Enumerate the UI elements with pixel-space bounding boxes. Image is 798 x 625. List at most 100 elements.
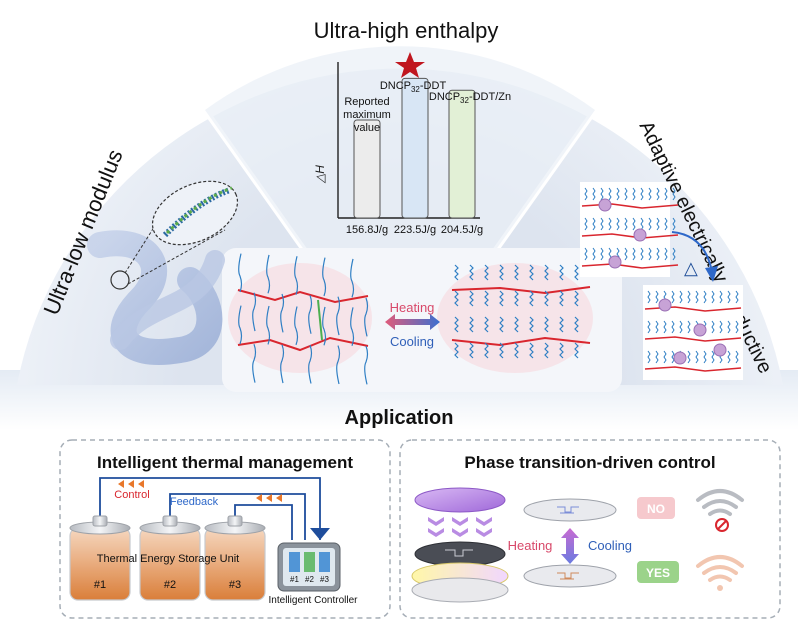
side-chain bbox=[671, 320, 675, 334]
conductive-top-state bbox=[580, 182, 679, 277]
orange-chevrons-bottom bbox=[256, 494, 282, 502]
bar-value-1: 156.8J/g bbox=[346, 224, 388, 236]
side-chain bbox=[632, 187, 636, 201]
purple-chevrons bbox=[428, 517, 492, 537]
curved-arrow-head bbox=[705, 266, 718, 282]
crystalline-side-chain bbox=[484, 290, 489, 307]
enthalpy-bar-3 bbox=[448, 89, 476, 219]
bar-label-dncp-ddt-sub: 32 bbox=[411, 85, 420, 94]
polymer-backbone bbox=[451, 286, 591, 295]
zinc-ion bbox=[713, 343, 727, 357]
no-badge bbox=[637, 497, 675, 519]
crystalline-side-chain bbox=[454, 342, 459, 359]
side-chain bbox=[719, 320, 723, 334]
enthalpy-chart: △H Reported maximum value DNCP32-DDT DNC… bbox=[313, 52, 511, 236]
side-chain bbox=[711, 320, 715, 334]
label-heating: Heating bbox=[390, 300, 435, 315]
cell-label: #3 bbox=[229, 579, 241, 591]
side-chain bbox=[655, 290, 659, 304]
bar-value-3: 204.5J/g bbox=[441, 224, 483, 236]
crystalline-side-chain bbox=[484, 316, 489, 333]
crystalline-side-chain bbox=[469, 290, 474, 307]
polymer-backbone bbox=[581, 233, 679, 239]
side-chain bbox=[608, 217, 612, 231]
conductive-bottom-state bbox=[643, 285, 743, 380]
side-chain bbox=[695, 350, 699, 364]
bar-label-dncp-ddt-main: DNCP bbox=[380, 80, 411, 92]
no-badge-text: NO bbox=[647, 502, 665, 516]
alkyl-side-chain bbox=[350, 258, 355, 298]
side-chain bbox=[624, 247, 628, 261]
alkyl-side-chain bbox=[280, 344, 285, 384]
circuit-pattern-bottom bbox=[557, 572, 579, 580]
network-heating-state bbox=[228, 253, 372, 385]
crystalline-side-chain bbox=[574, 264, 579, 281]
side-chain bbox=[600, 217, 604, 231]
side-chain bbox=[727, 350, 731, 364]
crystalline-side-chain bbox=[514, 290, 519, 307]
label-cooling: Cooling bbox=[390, 334, 434, 349]
controller-label: Intelligent Controller bbox=[269, 595, 359, 606]
side-chain bbox=[600, 187, 604, 201]
orange-chevrons-top bbox=[118, 480, 144, 488]
side-chain bbox=[616, 187, 620, 201]
alkyl-side-chain bbox=[238, 253, 243, 293]
side-chain bbox=[672, 187, 676, 201]
alkyl-side-chain bbox=[266, 305, 271, 345]
side-chain bbox=[711, 290, 715, 304]
pink-halo bbox=[437, 263, 593, 373]
crystalline-side-chain bbox=[499, 342, 504, 359]
zinc-ion bbox=[608, 255, 622, 269]
alkyl-side-chain bbox=[238, 305, 243, 345]
side-chain bbox=[655, 350, 659, 364]
storage-unit-label: Thermal Energy Storage Unit bbox=[97, 553, 239, 565]
crystalline-side-chain bbox=[514, 264, 519, 281]
side-chain bbox=[671, 290, 675, 304]
bar-label-reported-2: maximum bbox=[343, 109, 391, 121]
y-axis-label: △H bbox=[313, 165, 327, 184]
no-signal-icon bbox=[715, 518, 729, 532]
cell-label: #1 bbox=[94, 579, 106, 591]
label-feedback: Feedback bbox=[170, 496, 219, 508]
crystalline-side-chain bbox=[574, 342, 579, 359]
alkyl-side-chain bbox=[280, 293, 285, 333]
delta-label: △ bbox=[684, 258, 698, 278]
side-chain bbox=[647, 290, 651, 304]
bar-label-dncp-ddt-zn: DNCP32-DDT/Zn bbox=[429, 91, 511, 105]
crystalline-side-chain bbox=[544, 316, 549, 333]
crystalline-side-chain bbox=[574, 316, 579, 333]
yes-badge-text: YES bbox=[646, 566, 670, 580]
zinc-ion bbox=[658, 298, 672, 312]
side-chain bbox=[584, 187, 588, 201]
bar-label-dncp-ddt-zn-sub: 32 bbox=[460, 96, 469, 105]
modulus-illustration bbox=[87, 180, 239, 365]
side-chain bbox=[664, 217, 668, 231]
circuit-pattern-dark bbox=[445, 549, 473, 557]
energy-storage-cell-2: #2 bbox=[139, 515, 201, 601]
crystalline-side-chain bbox=[559, 342, 564, 359]
battery-terminal bbox=[227, 515, 243, 527]
phase-label-cooling: Cooling bbox=[588, 538, 632, 553]
dark-disc bbox=[414, 541, 506, 567]
alkyl-side-chain bbox=[336, 345, 341, 385]
phase-panel-title: Phase transition-driven control bbox=[464, 453, 715, 472]
polymer-backbone bbox=[644, 366, 742, 372]
crystalline-side-chain bbox=[484, 342, 489, 359]
bar-label-dncp-ddt: DNCP32-DDT bbox=[380, 80, 447, 94]
crystalline-side-chain bbox=[529, 290, 534, 307]
alkyl-side-chain bbox=[252, 292, 257, 332]
alkyl-side-chain bbox=[252, 344, 257, 383]
base-disc bbox=[411, 577, 509, 603]
control-wiring bbox=[99, 477, 321, 540]
application-title: Application bbox=[345, 407, 454, 429]
polymer-backbone bbox=[581, 263, 679, 269]
crystalline-side-chain bbox=[454, 316, 459, 333]
side-chain bbox=[735, 320, 739, 334]
enthalpy-bar-2 bbox=[401, 77, 429, 219]
side-chain bbox=[695, 290, 699, 304]
side-chain bbox=[648, 247, 652, 261]
zinc-ion bbox=[693, 323, 707, 337]
side-chain bbox=[640, 187, 644, 201]
side-chain bbox=[703, 290, 707, 304]
